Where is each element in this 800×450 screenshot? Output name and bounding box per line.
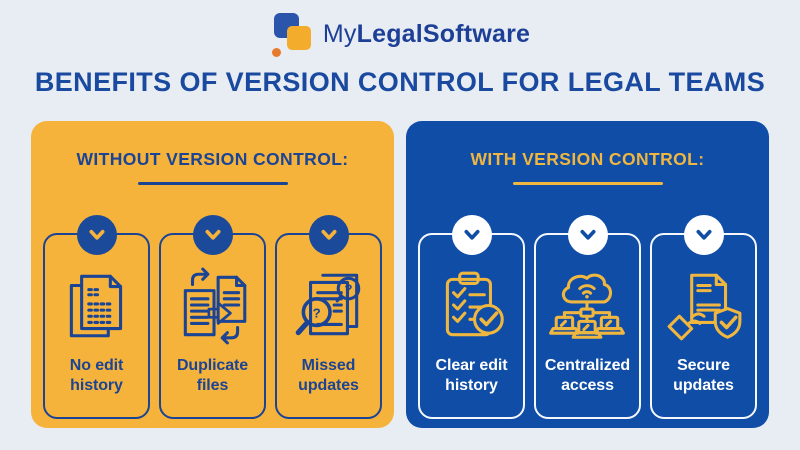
secure-document-icon — [662, 263, 746, 349]
cloud-network-icon — [546, 263, 630, 349]
svg-text:?: ? — [312, 305, 320, 320]
chevron-down-icon — [695, 229, 712, 240]
clipboard-check-icon — [430, 263, 514, 349]
heading-underline — [512, 182, 663, 185]
no-edit-history-icon — [55, 263, 139, 349]
card-secure-updates: Secure updates — [650, 215, 757, 419]
chevron-down-icon — [88, 229, 105, 240]
chevron-down-icon — [204, 229, 221, 240]
card-no-edit-history: No edit history — [43, 215, 150, 419]
chevron-down-badge — [567, 215, 608, 255]
panel-without-version-control: WITHOUT VERSION CONTROL: — [31, 121, 394, 428]
card-label: No edit history — [69, 357, 124, 394]
card-missed-updates: ? ? Missed updates — [275, 215, 382, 419]
chevron-down-icon — [579, 229, 596, 240]
card-label: Clear edit history — [435, 357, 508, 394]
chevron-down-badge — [451, 215, 492, 255]
brand-name: MyLegalSoftware — [323, 20, 530, 49]
chevron-down-badge — [308, 215, 349, 255]
card-label: Duplicate files — [176, 357, 249, 394]
missed-updates-icon: ? ? — [287, 263, 371, 349]
chevron-down-icon — [320, 229, 337, 240]
logo-yellow-square — [286, 25, 311, 50]
chevron-down-badge — [76, 215, 117, 255]
panel-with-version-control: WITH VERSION CONTROL: — [406, 121, 769, 428]
panel-heading: WITHOUT VERSION CONTROL: — [76, 149, 349, 169]
card-duplicate-files: Duplicate files — [159, 215, 266, 419]
card-label: Missed updates — [298, 357, 359, 394]
card-row: No edit history — [43, 215, 382, 419]
logo-orange-dot — [271, 47, 281, 57]
brand-name-main: LegalSoftware — [356, 19, 531, 48]
brand-logo: MyLegalSoftware — [0, 10, 800, 58]
brand-name-prefix: My — [322, 19, 357, 48]
card-centralized-access: Centralized access — [534, 215, 641, 419]
heading-underline — [137, 182, 288, 185]
panel-heading: WITH VERSION CONTROL: — [470, 149, 705, 169]
comparison-panels: WITHOUT VERSION CONTROL: — [31, 121, 769, 428]
chevron-down-icon — [463, 229, 480, 240]
card-row: Clear edit history — [418, 215, 757, 419]
svg-text:?: ? — [344, 282, 352, 297]
card-clear-edit-history: Clear edit history — [418, 215, 525, 419]
card-label: Secure updates — [673, 357, 734, 394]
page-title: BENEFITS OF VERSION CONTROL FOR LEGAL TE… — [34, 67, 766, 97]
brand-logo-mark-icon — [270, 11, 314, 58]
chevron-down-badge — [683, 215, 724, 255]
duplicate-files-icon — [171, 263, 255, 349]
card-label: Centralized access — [544, 357, 631, 394]
chevron-down-badge — [192, 215, 233, 255]
